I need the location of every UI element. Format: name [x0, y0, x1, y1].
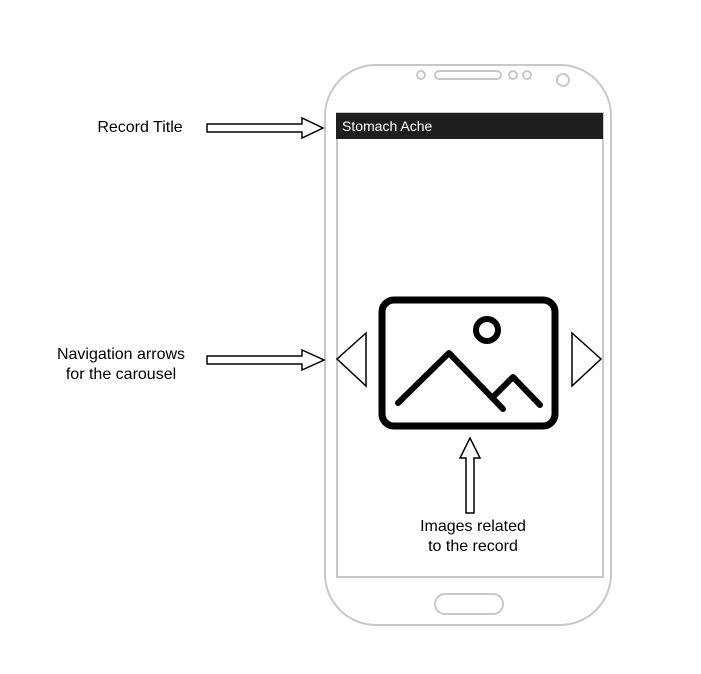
carousel-next-arrow-icon[interactable]	[571, 331, 603, 388]
record-title-bar: Stomach Ache	[336, 113, 603, 139]
record-title-annotation-text: Record Title	[97, 119, 183, 136]
record-title-annotation: Record Title	[60, 118, 220, 138]
sensor-dot	[416, 70, 426, 80]
speaker-grille	[434, 70, 502, 80]
navigation-annotation-line-1: Navigation arrows	[56, 346, 186, 363]
images-annotation-line-2: to the record	[428, 538, 518, 555]
images-annotation-line-1: Images related	[420, 518, 526, 535]
phone-frame	[324, 64, 612, 626]
record-title-text: Stomach Ache	[342, 118, 433, 134]
front-camera	[556, 73, 570, 87]
navigation-annotation-line-2: for the carousel	[65, 366, 177, 383]
pointer-arrow-record-title	[206, 116, 325, 140]
image-icon	[378, 296, 559, 430]
pointer-arrow-images	[458, 436, 482, 514]
sensor-dot	[522, 70, 532, 80]
pointer-arrow-navigation	[206, 348, 326, 372]
navigation-arrows-annotation: Navigation arrows for the carousel	[36, 345, 206, 385]
sensor-dot	[508, 70, 518, 80]
images-annotation: Images related to the record	[388, 517, 558, 557]
carousel-prev-arrow-icon[interactable]	[335, 331, 367, 388]
home-button[interactable]	[434, 593, 504, 615]
